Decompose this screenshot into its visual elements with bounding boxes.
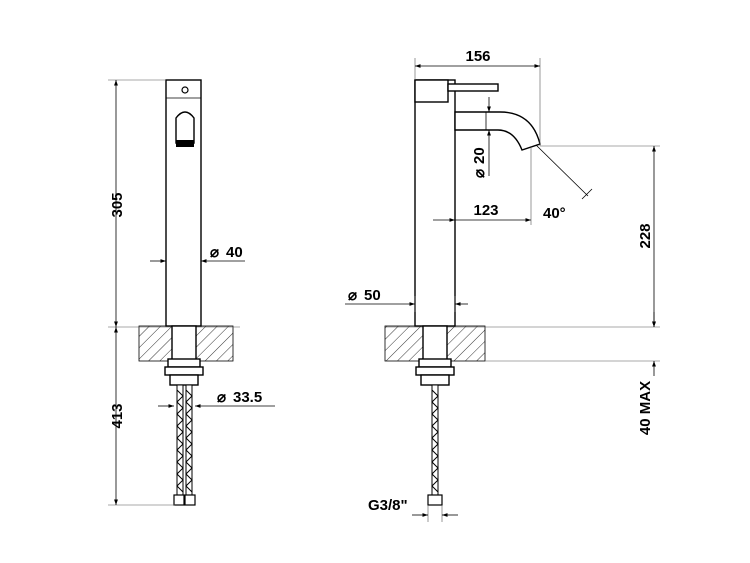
side-lever (414, 79, 449, 103)
front-indicator-dot (181, 86, 189, 94)
front-lever (175, 111, 195, 144)
dim-front-spout-diameter: ⌀ 40 (210, 244, 243, 261)
side-hose (427, 384, 443, 506)
dim-side-angle: 40° (543, 205, 566, 222)
side-view: 156 ⌀ 20 123 40° 228 40 MAX ⌀ 50 (345, 48, 660, 522)
dim-front-height-below: 413 (109, 403, 126, 428)
svg-text:33.5: 33.5 (233, 389, 262, 406)
dim-side-base-diameter: ⌀ 50 (348, 287, 381, 304)
svg-text:⌀: ⌀ (217, 389, 226, 406)
dim-front-hose-diameter: ⌀ 33.5 (217, 389, 262, 406)
front-hoses (173, 384, 196, 506)
svg-text:⌀: ⌀ (210, 244, 219, 261)
svg-text:40: 40 (226, 244, 243, 261)
svg-text:⌀: ⌀ (348, 287, 357, 304)
side-spout (454, 111, 541, 151)
svg-text:⌀: ⌀ (471, 169, 488, 178)
dim-front-height-above: 305 (109, 192, 126, 217)
svg-text:20: 20 (471, 147, 488, 164)
dim-side-reach-spout: 123 (473, 202, 498, 219)
front-view: 305 413 ⌀ 40 ⌀ 33.5 (108, 79, 275, 506)
dim-side-outlet-diameter: ⌀ 20 (471, 147, 488, 178)
svg-text:50: 50 (364, 287, 381, 304)
side-faucet-body (414, 79, 456, 327)
dim-side-max-thickness: 40 MAX (637, 381, 654, 435)
dim-side-height-spout: 228 (637, 223, 654, 248)
dim-side-reach-total: 156 (465, 48, 490, 65)
dim-side-thread: G3/8" (368, 497, 408, 514)
